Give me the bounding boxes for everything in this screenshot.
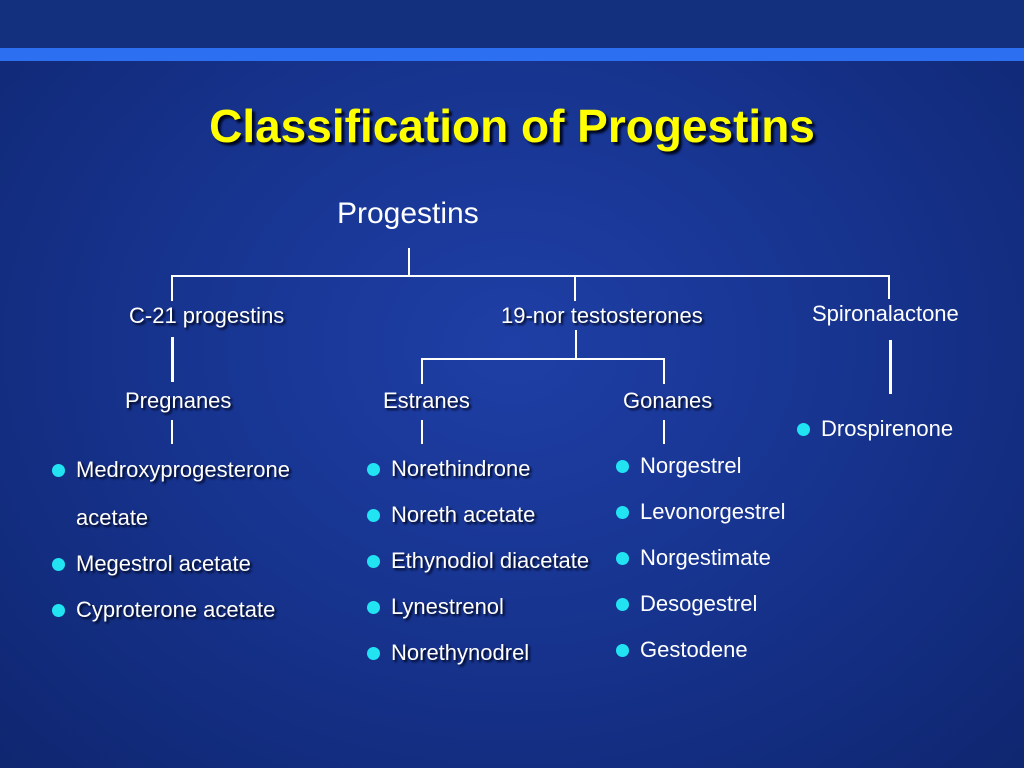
list-item: Gestodene bbox=[616, 637, 786, 683]
subgroup-estranes-label: Estranes bbox=[383, 388, 470, 413]
slide-title: Classification of Progestins bbox=[209, 100, 815, 152]
bullet-icon bbox=[616, 506, 629, 519]
bullet-icon bbox=[367, 647, 380, 660]
list-item: Cyproterone acetate bbox=[52, 597, 290, 643]
bullet-icon bbox=[616, 598, 629, 611]
bullet-icon bbox=[367, 601, 380, 614]
connector-top-horizontal bbox=[171, 275, 890, 277]
bullet-icon bbox=[616, 460, 629, 473]
bullet-icon bbox=[616, 552, 629, 565]
bullet-icon bbox=[797, 423, 810, 436]
connector-c21-down bbox=[171, 275, 173, 301]
connector-nor19-stem bbox=[575, 330, 577, 358]
list-item: Desogestrel bbox=[616, 591, 786, 637]
branch-spiro-label: Spironalactone bbox=[812, 301, 959, 326]
header-stripe bbox=[0, 48, 1024, 61]
connector-pregnanes-list bbox=[171, 420, 173, 444]
connector-nor19-down bbox=[574, 275, 576, 301]
list-item: Noreth acetate bbox=[367, 502, 589, 548]
list-item: Ethynodiol diacetate bbox=[367, 548, 589, 594]
list-item: Norgestrel bbox=[616, 453, 786, 499]
list-item: Lynestrenol bbox=[367, 594, 589, 640]
bullet-icon bbox=[52, 558, 65, 571]
list-item-continuation: acetate bbox=[76, 505, 149, 530]
header-band bbox=[0, 0, 1024, 48]
bullet-icon bbox=[367, 555, 380, 568]
bullet-icon bbox=[367, 509, 380, 522]
list-item: Medroxyprogesterone bbox=[52, 457, 290, 505]
connector-estranes-list bbox=[421, 420, 423, 444]
list-item: Norethindrone bbox=[367, 456, 589, 502]
bullet-icon bbox=[52, 604, 65, 617]
bullet-icon bbox=[616, 644, 629, 657]
branch-c21-label: C-21 progestins bbox=[129, 303, 285, 328]
connector-sub-horizontal bbox=[421, 358, 664, 360]
spiro-list: Drospirenone bbox=[797, 416, 953, 462]
estranes-list: Norethindrone Noreth acetate Ethynodiol … bbox=[367, 456, 589, 686]
connector-spiro-to-list bbox=[889, 340, 892, 394]
list-item: Drospirenone bbox=[797, 416, 953, 462]
gonanes-list: Norgestrel Levonorgestrel Norgestimate D… bbox=[616, 453, 786, 683]
list-item: Norethynodrel bbox=[367, 640, 589, 686]
pregnanes-list: Medroxyprogesterone acetate Megestrol ac… bbox=[52, 457, 290, 643]
connector-gonanes-list bbox=[663, 420, 665, 444]
list-item: Norgestimate bbox=[616, 545, 786, 591]
connector-spiro-down bbox=[888, 275, 890, 299]
bullet-icon bbox=[52, 464, 65, 477]
root-node-label: Progestins bbox=[337, 197, 479, 230]
connector-c21-to-pregnanes bbox=[171, 337, 174, 382]
subgroup-pregnanes-label: Pregnanes bbox=[125, 388, 232, 413]
connector-root-down bbox=[408, 248, 410, 275]
branch-nor19-label: 19-nor testosterones bbox=[501, 303, 703, 328]
list-item: Levonorgestrel bbox=[616, 499, 786, 545]
connector-estranes-down bbox=[421, 358, 423, 384]
bullet-icon bbox=[367, 463, 380, 476]
subgroup-gonanes-label: Gonanes bbox=[623, 388, 713, 413]
connector-gonanes-down bbox=[663, 358, 665, 384]
list-item: Megestrol acetate bbox=[52, 551, 290, 597]
